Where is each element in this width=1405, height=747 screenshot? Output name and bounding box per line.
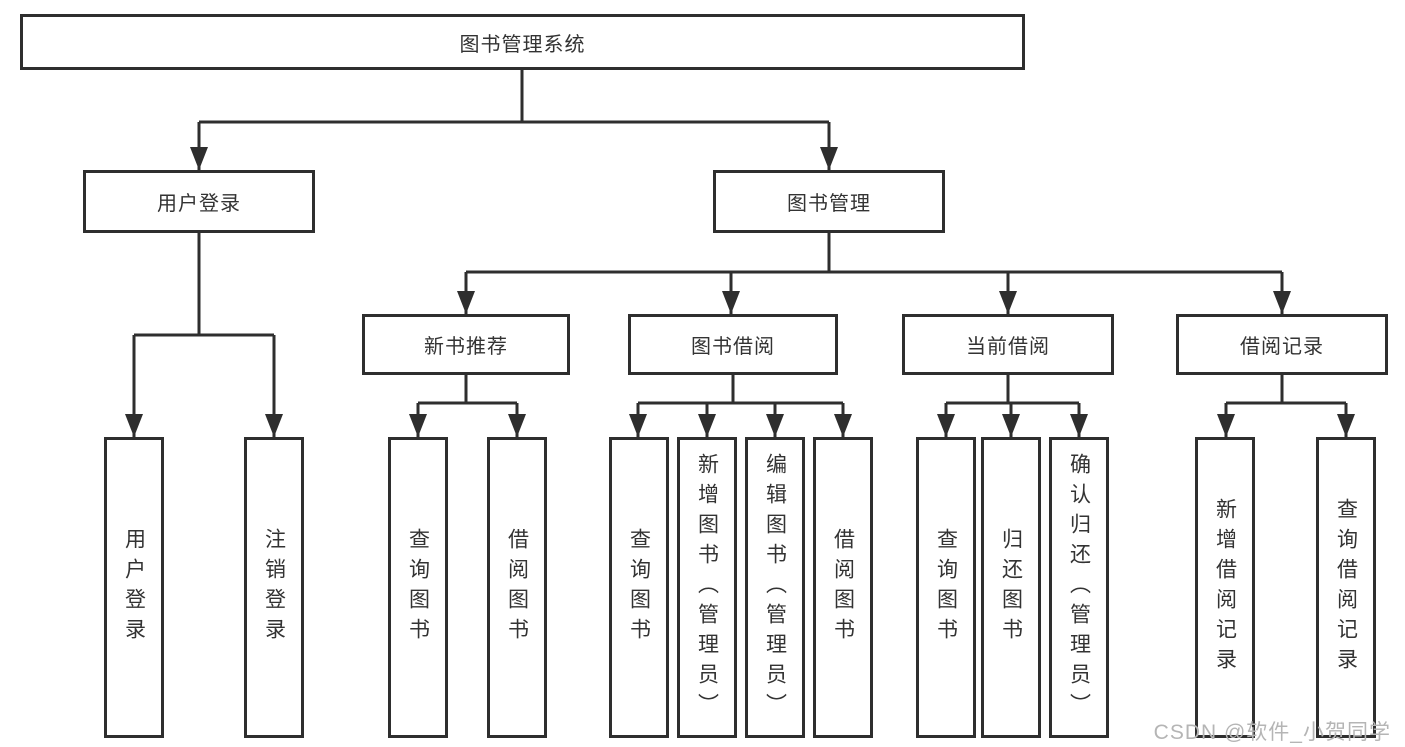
- leaf-label: 归还图书: [999, 527, 1023, 648]
- leaf-add-book-admin: 新增图书（管理员）: [677, 437, 737, 738]
- leaf-label: 确认归还（管理员）: [1067, 452, 1091, 723]
- leaf-query-borrow-record: 查询借阅记录: [1316, 437, 1376, 738]
- connector-root-to-level2: [197, 70, 831, 170]
- node-borrow-records: 借阅记录: [1176, 314, 1388, 375]
- leaf-confirm-return-admin: 确认归还（管理员）: [1049, 437, 1109, 738]
- leaf-label: 查询借阅记录: [1334, 497, 1358, 678]
- leaf-query-book-borrow: 查询图书: [609, 437, 669, 738]
- leaf-query-book-recommend: 查询图书: [388, 437, 448, 738]
- leaf-borrow-book: 借阅图书: [813, 437, 873, 738]
- leaf-user-login: 用户登录: [104, 437, 164, 738]
- leaf-label: 查询图书: [406, 527, 430, 648]
- connector-book-mgmt-to-level3: [464, 233, 1284, 314]
- leaf-borrow-book-recommend: 借阅图书: [487, 437, 547, 738]
- watermark-text: CSDN @软件_小贺同学: [1153, 721, 1391, 744]
- connector-new-book-to-leaves: [416, 375, 519, 437]
- node-book-borrow: 图书借阅: [628, 314, 838, 375]
- node-current-borrow: 当前借阅: [902, 314, 1114, 375]
- leaf-label: 注销登录: [262, 527, 286, 648]
- leaf-label: 查询图书: [934, 527, 958, 648]
- connector-user-login-to-leaves: [132, 233, 276, 437]
- leaf-label: 新增借阅记录: [1213, 497, 1237, 678]
- node-book-management: 图书管理: [713, 170, 945, 233]
- node-new-book-recommend: 新书推荐: [362, 314, 570, 375]
- leaf-add-borrow-record: 新增借阅记录: [1195, 437, 1255, 738]
- node-root: 图书管理系统: [20, 14, 1025, 70]
- node-user-login: 用户登录: [83, 170, 315, 233]
- leaf-label: 借阅图书: [505, 527, 529, 648]
- leaf-label: 编辑图书（管理员）: [763, 452, 787, 723]
- leaf-label: 借阅图书: [831, 527, 855, 648]
- leaf-return-book: 归还图书: [981, 437, 1041, 738]
- leaf-edit-book-admin: 编辑图书（管理员）: [745, 437, 805, 738]
- leaf-label: 新增图书（管理员）: [695, 452, 719, 723]
- leaf-label: 查询图书: [627, 527, 651, 648]
- leaf-query-book-current: 查询图书: [916, 437, 976, 738]
- leaf-label: 用户登录: [122, 527, 146, 648]
- arrowhead-icons: [125, 147, 1355, 437]
- leaf-logout: 注销登录: [244, 437, 304, 738]
- connector-borrow-records-to-leaves: [1224, 375, 1348, 437]
- connector-book-borrow-to-leaves: [636, 375, 845, 437]
